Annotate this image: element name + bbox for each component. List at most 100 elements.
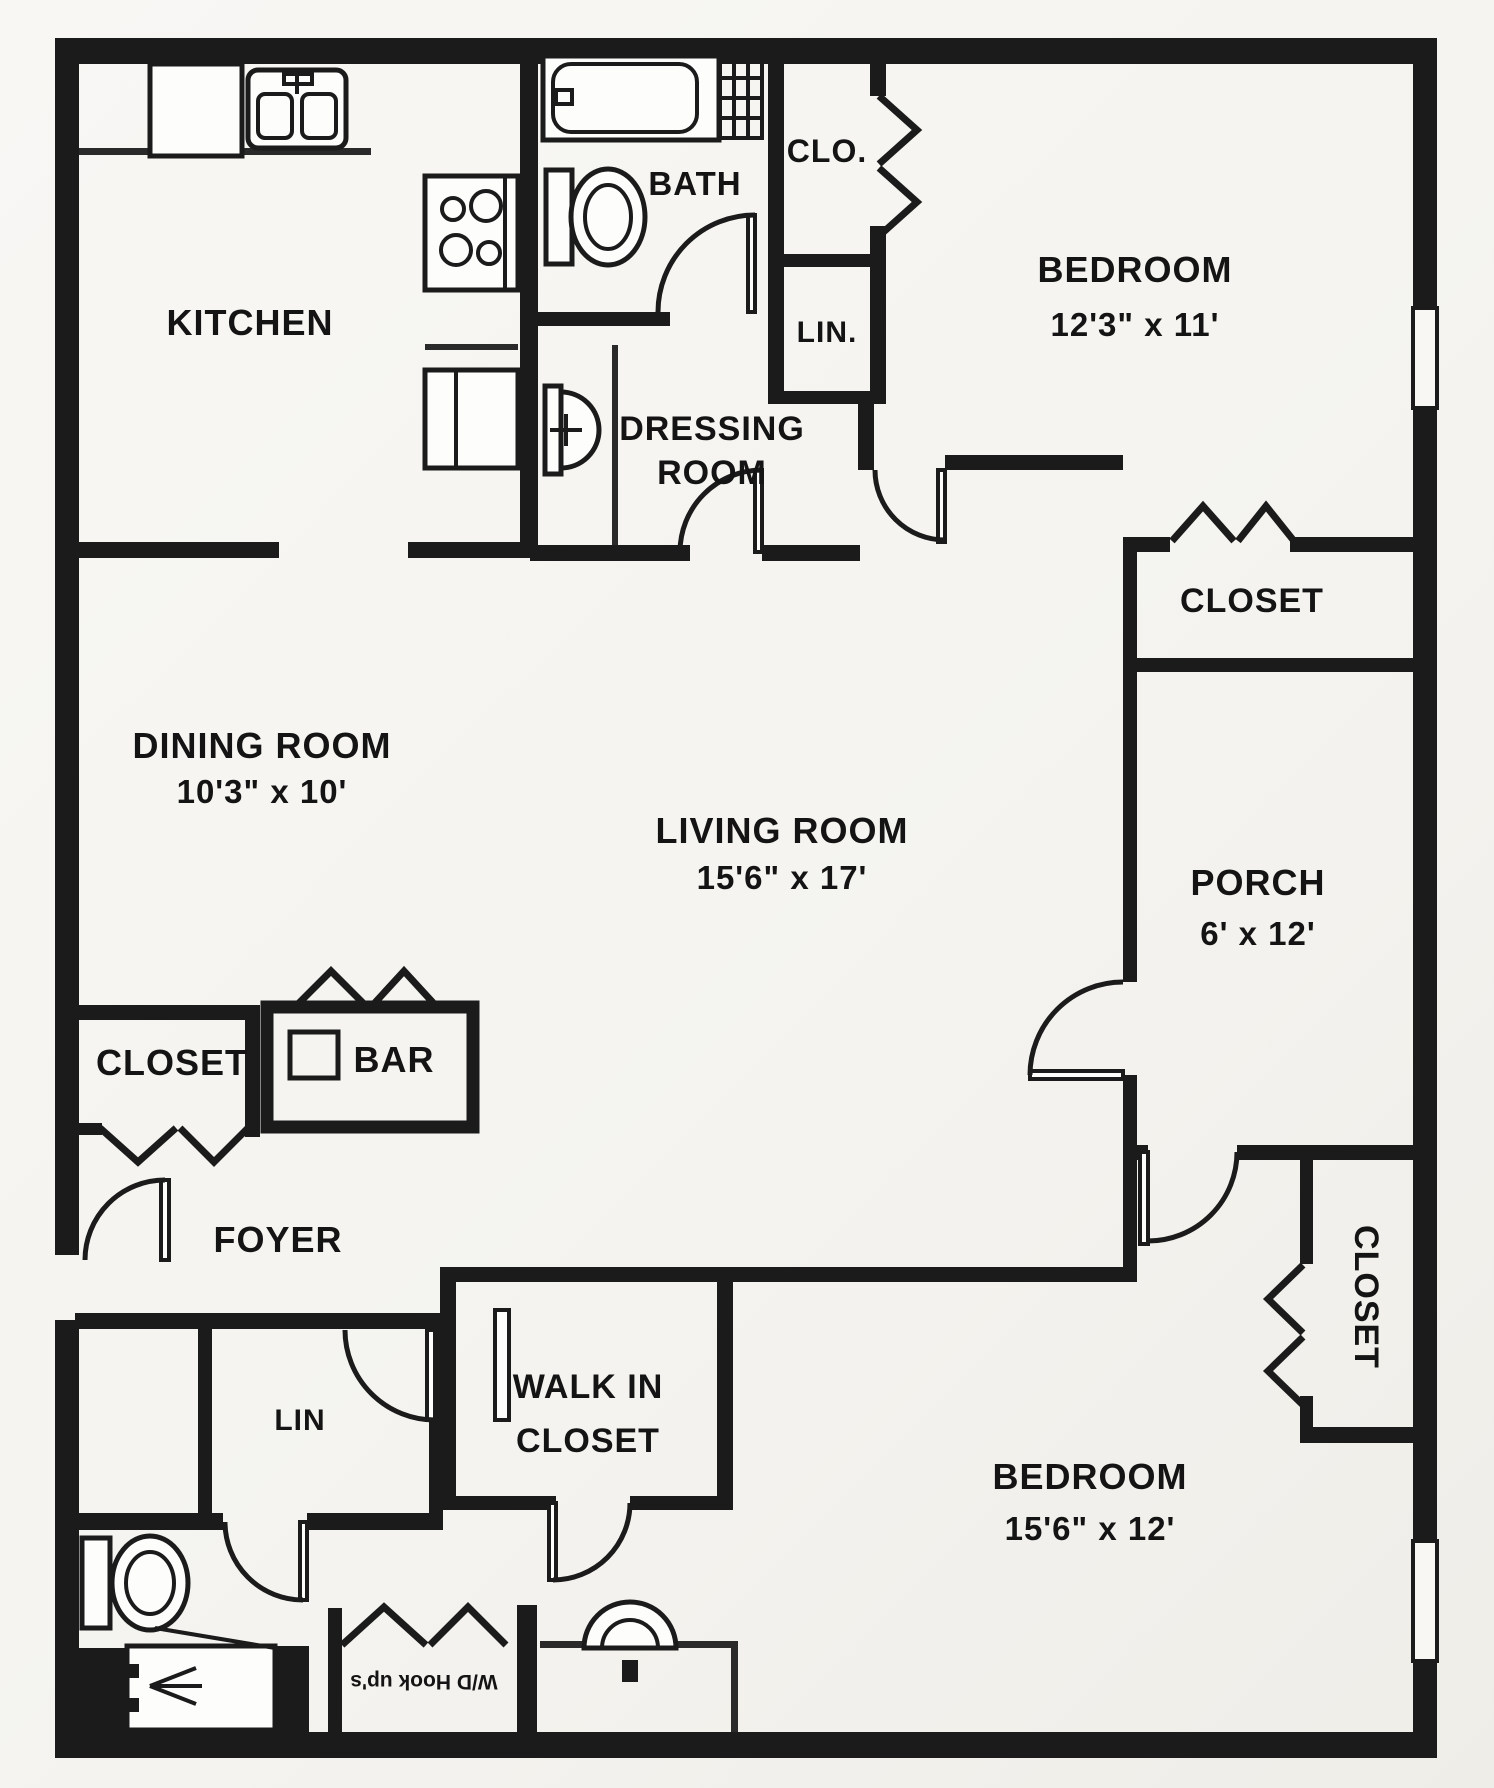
- doors: [82, 212, 1240, 1603]
- bathtub-basin: [551, 62, 699, 134]
- wall: [79, 542, 279, 558]
- bifold-door-icon: [1262, 1262, 1306, 1408]
- wall: [870, 226, 886, 404]
- wall: [1300, 1396, 1313, 1436]
- door-leaf: [493, 1308, 511, 1422]
- dining-room-label: DINING ROOM: [133, 725, 392, 766]
- bath-label: BATH: [648, 165, 741, 202]
- bottom-bath-fixtures: [79, 1533, 278, 1733]
- wall: [768, 254, 886, 267]
- wall: [1237, 1145, 1437, 1160]
- linen-top-label: LIN.: [797, 316, 858, 349]
- door-arc: [82, 1177, 166, 1261]
- wall: [1123, 658, 1437, 672]
- wall: [55, 38, 79, 1255]
- window: [1411, 1539, 1439, 1663]
- toilet-bowl: [124, 1550, 176, 1616]
- interior-walls: [58, 64, 1437, 1732]
- burner-icon: [476, 240, 502, 266]
- washer-dryer-label: W/D Hook up's: [350, 1670, 497, 1693]
- door-arc: [342, 1329, 436, 1423]
- closet-bedroom-top-label: CLOSET: [1180, 582, 1324, 620]
- wall: [1300, 1160, 1313, 1264]
- door-leaf: [298, 1520, 309, 1602]
- wall: [198, 1313, 212, 1513]
- wall: [307, 1513, 443, 1530]
- bedroom-bottom-label: BEDROOM: [993, 1456, 1188, 1497]
- wall: [246, 1123, 260, 1135]
- bifold-door-icon: [339, 1602, 509, 1648]
- wall: [1300, 1427, 1437, 1443]
- foyer-label: FOYER: [213, 1219, 342, 1260]
- wall: [68, 1123, 102, 1135]
- burner-icon: [440, 196, 466, 222]
- wall: [75, 1313, 443, 1329]
- bifold-door-icon: [292, 965, 440, 1010]
- sink-basin: [300, 92, 338, 140]
- wall: [75, 1513, 223, 1530]
- bifold-door-icon: [97, 1125, 251, 1167]
- closet-bedroom-bottom-label: CLOSET: [1347, 1225, 1385, 1369]
- bedroom-bottom-dims: 15'6" x 12': [1005, 1510, 1176, 1547]
- counter-appliance: [147, 61, 245, 159]
- door-arc: [872, 469, 946, 543]
- bifold-door-icon: [1169, 500, 1297, 544]
- wall: [530, 545, 690, 561]
- counter-edge: [612, 345, 618, 545]
- linen-hall-label: LIN: [274, 1404, 325, 1437]
- porch-label: PORCH: [1190, 862, 1325, 903]
- bedroom-top-label: BEDROOM: [1038, 249, 1233, 290]
- toilet-icon: [568, 166, 648, 268]
- living-room-label: LIVING ROOM: [656, 810, 909, 851]
- wall: [440, 1267, 1137, 1282]
- door-leaf: [1138, 1150, 1150, 1246]
- living-room-dims: 15'6" x 17': [697, 859, 868, 896]
- kitchen-label: KITCHEN: [167, 302, 334, 343]
- bar-counter: [260, 1000, 480, 1134]
- door-leaf: [159, 1178, 171, 1262]
- sink-basin: [256, 92, 294, 140]
- wall: [762, 545, 860, 561]
- porch-dims: 6' x 12': [1200, 915, 1315, 952]
- vanity-fixtures: [581, 1599, 679, 1682]
- bar-sink-icon: [287, 1029, 341, 1081]
- shower-control: [127, 1698, 139, 1712]
- burner-icon: [469, 189, 503, 223]
- stove-icon: [422, 173, 521, 293]
- bar-label: BAR: [354, 1039, 435, 1080]
- wall: [768, 391, 886, 404]
- dressing-fixtures: [542, 383, 602, 477]
- kitchen-fixtures: [147, 61, 521, 471]
- door-leaf: [425, 1328, 437, 1422]
- room-labels: KITCHEN BATH CLO. LIN. DRESSING ROOM BED…: [96, 133, 1385, 1693]
- closet-hall-label: CLOSET: [96, 1042, 248, 1083]
- kitchen-sink-icon: [245, 67, 349, 151]
- hall-closet-bar: [68, 1000, 480, 1137]
- shower-curtain-line: [154, 1626, 276, 1650]
- shower-head-icon: [149, 1666, 202, 1706]
- wall: [1290, 537, 1437, 552]
- faucet-icon: [550, 414, 582, 446]
- dressing-room-label2: ROOM: [657, 454, 767, 492]
- wall: [538, 312, 670, 326]
- wall: [630, 1496, 733, 1510]
- wall: [245, 1005, 260, 1137]
- toilet-icon: [109, 1533, 191, 1633]
- door-leaf: [1028, 1069, 1125, 1081]
- door-arc: [222, 1521, 304, 1603]
- bifold-door-icon: [876, 93, 923, 239]
- door-leaf: [746, 213, 757, 314]
- plumbing-chase: [273, 1646, 309, 1732]
- bedroom-top-dims: 12'3" x 11': [1051, 306, 1220, 343]
- wall: [717, 1267, 733, 1510]
- tile-shelf: [718, 56, 764, 140]
- windows: [1411, 306, 1439, 1663]
- counter-edge: [731, 1641, 738, 1732]
- door-arc: [1147, 1151, 1240, 1244]
- door-arc: [655, 212, 756, 313]
- door-leaf: [936, 468, 947, 544]
- wall: [68, 1005, 258, 1020]
- wall: [1123, 537, 1137, 672]
- wall: [768, 64, 784, 404]
